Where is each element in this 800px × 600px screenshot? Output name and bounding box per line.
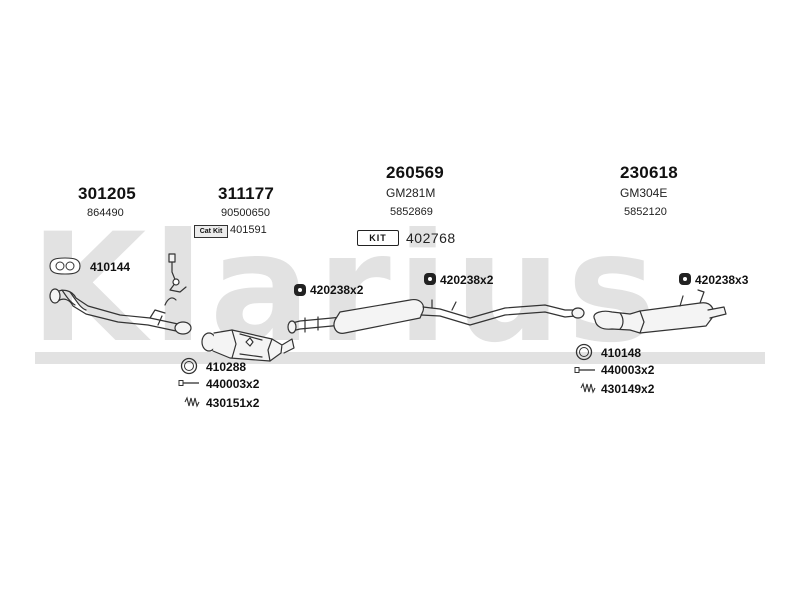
gasket-icon: [49, 257, 81, 275]
middle-part-number: 260569: [386, 163, 444, 182]
cat-kit-badge: Cat Kit: [194, 225, 228, 238]
bolt-rear-number: 440003x2: [601, 363, 655, 377]
rubber-hanger-icon: [294, 284, 306, 296]
front-pipe-oe-number: 864490: [87, 207, 124, 219]
sealing-ring-icon: [180, 357, 198, 375]
cat-kit-number: 401591: [230, 224, 267, 236]
middle-model: GM281M: [386, 186, 436, 200]
front-pipe-part: [49, 288, 192, 335]
rubber-hanger-icon: [679, 273, 691, 285]
hanger-mid2-number: 420238x2: [440, 273, 494, 287]
rear-part-number: 230618: [620, 163, 678, 182]
rear-oe-number: 5852120: [624, 206, 667, 218]
lambda-sensor: [164, 253, 187, 306]
spring-cat-number: 430151x2: [206, 396, 260, 410]
ring-cat-number: 410288: [206, 360, 247, 374]
watermark-logo: Klarius: [30, 202, 663, 376]
bolt-cat-number: 440003x2: [206, 377, 260, 391]
kit-number: 402768: [406, 230, 456, 246]
bolt-icon: [574, 367, 595, 373]
catalyst-part-number: 311177: [218, 184, 275, 203]
rear-silencer-part: [593, 289, 727, 334]
bolt-icon: [178, 380, 199, 386]
gasket-front-number: 410144: [90, 260, 131, 274]
middle-silencer-part: [287, 299, 585, 334]
hanger-mid1-number: 420238x2: [310, 283, 364, 297]
catalyst-oe-number: 90500650: [221, 207, 270, 219]
front-pipe-part-number: 301205: [78, 184, 136, 203]
catalyst-part: [201, 329, 295, 362]
ring-rear-number: 410148: [601, 346, 642, 360]
spring-icon: [580, 382, 596, 394]
rubber-hanger-icon: [424, 273, 436, 285]
spring-icon: [184, 396, 200, 408]
kit-badge: KIT: [357, 230, 399, 246]
hanger-rear-number: 420238x3: [695, 273, 749, 287]
rear-model: GM304E: [620, 186, 668, 200]
middle-oe-number: 5852869: [390, 206, 433, 218]
spring-rear-number: 430149x2: [601, 382, 655, 396]
sealing-ring-icon: [575, 343, 593, 361]
watermark-underline: [35, 352, 765, 364]
